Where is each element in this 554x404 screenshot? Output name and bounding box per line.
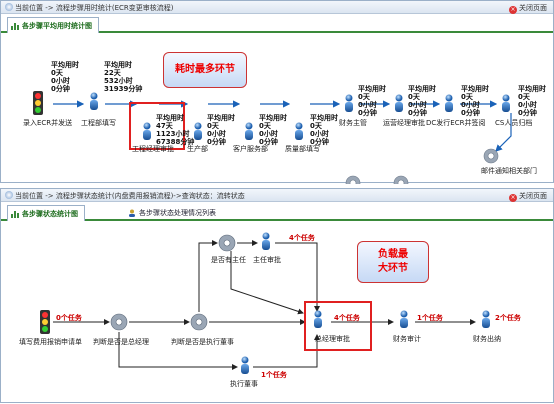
node-label: 工程部填写	[81, 119, 116, 127]
close-icon: ×	[509, 6, 517, 14]
user-icon	[129, 209, 135, 217]
bottom-callout: 负载最大环节	[357, 241, 429, 283]
top-breadcrumb-bar: 当前位置 -> 流程步骤用时统计(ECR变更审核流程) ×关闭页面	[1, 1, 553, 14]
location-icon	[5, 3, 13, 11]
close-page-button[interactable]: ×关闭页面	[509, 4, 547, 14]
node-label: 填写费用报销申请单	[19, 338, 82, 346]
status-panel: 当前位置 -> 流程步骤状态统计(内盘费用报销流程)->查询状态：流转状态 ×关…	[0, 188, 554, 403]
tab-bar: 各步骤状态统计图 各步骤状态处理情况列表	[1, 203, 553, 221]
task-count: 4个任务	[289, 234, 315, 242]
node-label: 总经理审批	[315, 335, 350, 343]
task-count: 1个任务	[261, 371, 287, 379]
node-label: 生产部	[187, 145, 208, 153]
node-label: 邮件通知相关部门	[481, 167, 537, 175]
tab-bar: 各步骤平均用时统计图	[1, 15, 553, 33]
breadcrumb: 当前位置 -> 流程步骤状态统计(内盘费用报销流程)->查询状态：流转状态	[5, 191, 245, 201]
avg-time-panel: 当前位置 -> 流程步骤用时统计(ECR变更审核流程) ×关闭页面 各步骤平均用…	[0, 0, 554, 184]
node-label: 录入ECR并发送	[23, 119, 73, 127]
node-label: CS人员归档	[495, 119, 533, 127]
close-icon: ×	[509, 194, 517, 202]
task-count: 2个任务	[495, 314, 521, 322]
node-label: 财务审计	[393, 335, 421, 343]
node-label: 财务出纳	[473, 335, 501, 343]
start-light-icon	[40, 310, 50, 334]
task-count: 1个任务	[417, 314, 443, 322]
node-label: 运营经理审批	[383, 119, 425, 127]
node-label: 判断是否是总经理	[93, 338, 149, 346]
flow-diagram-top	[33, 91, 512, 184]
bottom-breadcrumb-bar: 当前位置 -> 流程步骤状态统计(内盘费用报销流程)->查询状态：流转状态 ×关…	[1, 189, 553, 202]
location-icon	[5, 191, 13, 199]
task-count: 0个任务	[56, 314, 82, 322]
close-page-button[interactable]: ×关闭页面	[509, 192, 547, 202]
node-label: DC发行ECR并签阅	[426, 119, 486, 127]
tab-status-list[interactable]: 各步骤状态处理情况列表	[125, 205, 222, 221]
flow-diagram-bottom	[40, 232, 490, 374]
chart-icon	[11, 211, 19, 218]
node-label: 判断是否是执行董事	[171, 338, 234, 346]
node-label: 主任审批	[253, 256, 281, 264]
tab-avg-time-chart[interactable]: 各步骤平均用时统计图	[7, 17, 99, 33]
node-label: 质量部填写	[285, 145, 320, 153]
node-label: 是否有主任	[211, 256, 246, 264]
task-count: 4个任务	[334, 314, 360, 322]
highlight-box	[304, 301, 372, 351]
node-label: 执行董事	[230, 380, 258, 388]
breadcrumb: 当前位置 -> 流程步骤用时统计(ECR变更审核流程)	[5, 3, 173, 13]
highlight-box	[129, 102, 185, 150]
start-light-icon	[33, 91, 43, 115]
tab-status-chart[interactable]: 各步骤状态统计图	[7, 205, 85, 221]
chart-icon	[11, 23, 19, 30]
node-label: 财务主管	[339, 119, 367, 127]
node-label: 客户服务部	[233, 145, 268, 153]
node-label: 工程经理审批	[132, 145, 174, 153]
top-callout: 耗时最多环节	[163, 52, 247, 88]
